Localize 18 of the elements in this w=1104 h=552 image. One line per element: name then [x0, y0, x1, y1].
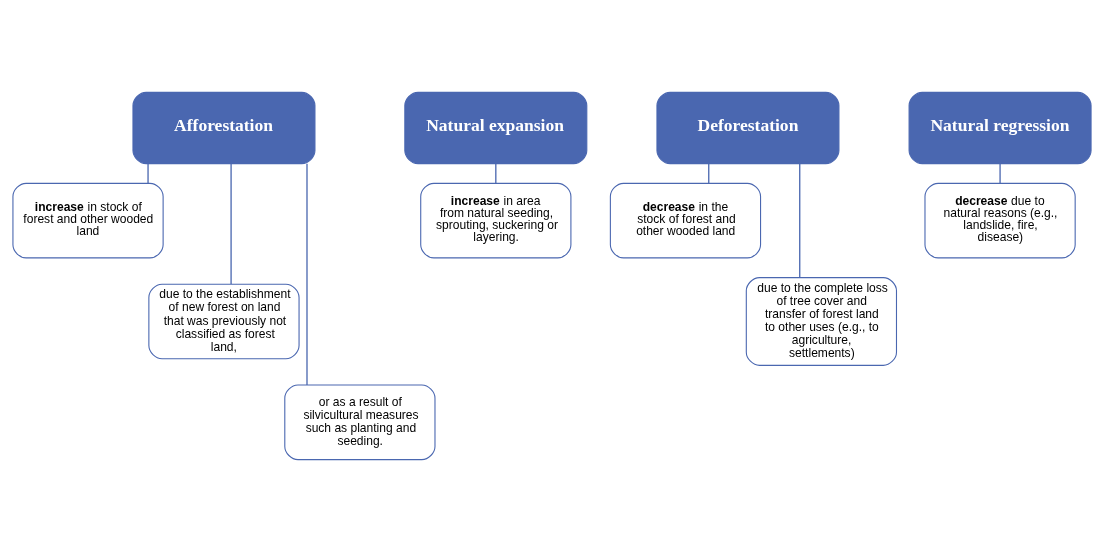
connector: [495, 163, 497, 184]
node-box: due to the complete loss of tree cover and transfer of forest land to other uses (e.g., to agriculture, settlements): [745, 277, 898, 366]
connector: [230, 163, 232, 285]
node-box: increase in stock of forest and other wooded land: [12, 182, 164, 259]
node-box: increase in area from natural seeding, sprouting, suckering or layering.: [420, 182, 572, 259]
connector: [999, 163, 1001, 184]
node-box: Natural expansion: [404, 91, 588, 165]
node-box: Afforestation: [132, 91, 316, 165]
node-box: Natural regression: [908, 91, 1092, 165]
node-box: or as a result of silvicultural measures such as planting and seeding.: [284, 384, 436, 461]
node-box: decrease due to natural reasons (e.g., landslide, fire, disease): [924, 182, 1076, 259]
node-box: due to the establishment of new forest on land that was previously not classified as forest land,: [148, 283, 300, 360]
node-box: Deforestation: [656, 91, 840, 165]
node-box: decrease in the stock of forest and other wooded land: [609, 182, 762, 259]
connector: [147, 163, 149, 184]
connector: [708, 163, 710, 184]
connector: [799, 163, 801, 279]
connector: [306, 163, 308, 386]
